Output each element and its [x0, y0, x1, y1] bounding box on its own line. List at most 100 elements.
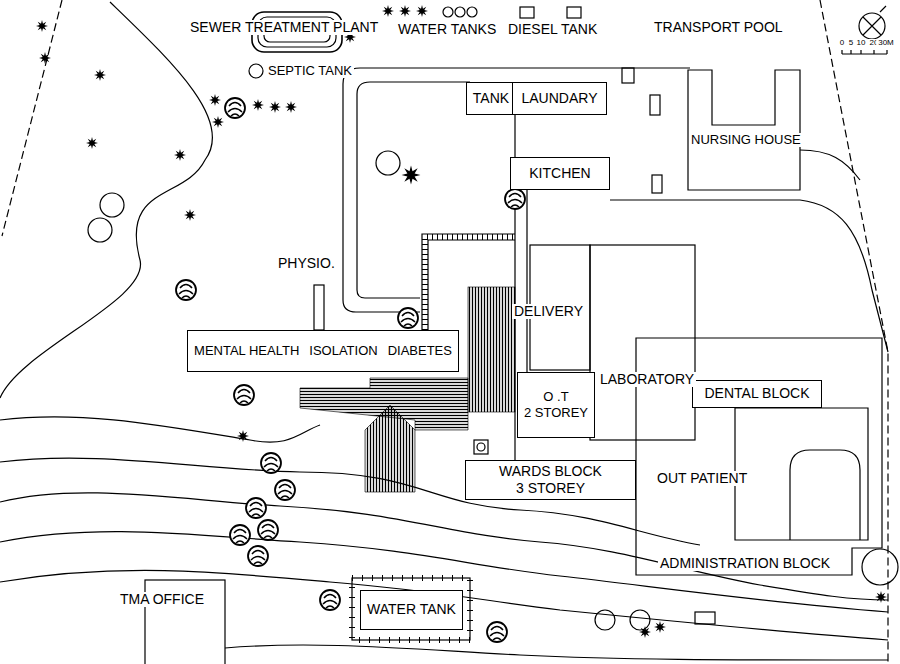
driveway [790, 450, 860, 540]
contour-line [0, 417, 320, 442]
water-tank-fence [352, 578, 470, 640]
septic-tank-symbol [249, 64, 263, 78]
small-building [474, 440, 488, 454]
tree-symbol [398, 308, 418, 328]
tree-symbol [258, 520, 278, 540]
site-label: TRANSPORT POOL [652, 20, 785, 35]
bush-symbol [382, 5, 394, 17]
tree-symbol [225, 98, 245, 118]
building-box: KITCHEN [510, 157, 610, 190]
road-edge [357, 82, 470, 290]
building-box: MENTAL HEALTH ISOLATION DIABETES [187, 330, 459, 372]
round-feature [376, 151, 400, 175]
building-name: TANK [473, 91, 509, 106]
tree-symbol [246, 498, 266, 518]
bush-symbol [212, 116, 224, 128]
laboratory-building [590, 245, 695, 440]
site-label: OUT PATIENT [655, 471, 749, 486]
tree-symbol [176, 280, 196, 300]
site-boundary [2, 0, 62, 236]
bush-symbol [654, 621, 666, 633]
building-name: DENTAL BLOCK [704, 386, 809, 401]
bush-symbol [86, 137, 98, 149]
diesel-tank-symbol [520, 7, 534, 18]
courtyard [735, 408, 868, 540]
site-label: LABORATORY [598, 372, 696, 387]
building-name: KITCHEN [529, 166, 590, 181]
bush-symbol [184, 209, 196, 221]
building-name: WATER TANK [367, 602, 456, 617]
tree-symbol [275, 480, 295, 500]
tree-symbol [320, 590, 340, 610]
bush-symbol [174, 149, 186, 161]
bush-symbol [269, 101, 281, 113]
site-label: SEPTIC TANK [266, 64, 354, 78]
site-label: ADMINISTRATION BLOCK [658, 556, 832, 571]
bush-symbol [39, 52, 51, 64]
site-label: SEWER TREATMENT PLANT [188, 20, 380, 35]
hatched-building [468, 287, 515, 412]
bush-symbol [237, 430, 249, 442]
bush-symbol [399, 5, 411, 17]
bush-symbol [36, 20, 48, 32]
tree-symbol [230, 525, 250, 545]
bush-symbol [252, 99, 264, 111]
round-feature [100, 193, 124, 217]
road-edge [343, 68, 690, 300]
contour-line [0, 493, 888, 600]
water-tank-symbol [467, 7, 477, 17]
physio-building [314, 285, 324, 330]
contour-line [0, 2, 213, 398]
building-name: 2 STOREY [524, 406, 588, 420]
bush-symbol [639, 626, 651, 638]
north-symbol [863, 6, 886, 35]
tree-symbol [248, 546, 268, 566]
site-label: WATER TANKS [396, 22, 498, 37]
building-name: 3 STOREY [516, 481, 585, 496]
building-box: TANK [466, 82, 516, 115]
scale-number: 0 [838, 39, 846, 48]
bush-symbol [402, 166, 421, 185]
tree-symbol [487, 622, 507, 642]
building-name: MENTAL HEALTH [194, 344, 299, 358]
nursing-house-building [688, 70, 800, 190]
round-feature [595, 610, 615, 630]
hatched-building [365, 405, 415, 492]
water-tank-fence [352, 578, 470, 640]
building-box: DENTAL BLOCK [692, 380, 822, 408]
scale-number: 10 [855, 39, 868, 48]
round-feature [630, 610, 650, 630]
building-box: WARDS BLOCK 3 STOREY [465, 460, 636, 501]
building-name: WARDS BLOCK [499, 464, 602, 479]
bush-symbol [94, 69, 106, 81]
tree-symbol [234, 385, 254, 405]
road-edge [610, 200, 888, 352]
site-label: TMA OFFICE [118, 592, 206, 607]
bush-symbol [416, 5, 428, 17]
building-box: O .T2 STOREY [517, 372, 595, 438]
contour-line [225, 645, 888, 660]
building-name: LAUNDARY [522, 91, 598, 106]
site-label: PHYSIO. [276, 256, 337, 271]
bush-symbol [285, 101, 297, 113]
building-box: LAUNDARY [512, 82, 607, 115]
building-name: DIABETES [388, 344, 452, 358]
water-tank-symbol [455, 7, 465, 17]
site-label: NURSING HOUSE [689, 133, 803, 147]
small-building [652, 175, 662, 193]
scale-number: 30M [876, 39, 896, 48]
bush-symbol [875, 591, 887, 603]
small-building [477, 443, 485, 451]
road-edge [800, 150, 860, 180]
small-building [650, 95, 660, 115]
site-label: DELIVERY [512, 304, 585, 319]
tree-symbol [505, 189, 525, 209]
building-name: ISOLATION [309, 344, 377, 358]
round-feature [88, 218, 112, 242]
small-building [622, 68, 634, 83]
turning-circle [862, 549, 898, 585]
bush-symbol [209, 94, 221, 106]
small-building [695, 612, 715, 624]
diesel-tank-symbol [567, 7, 581, 18]
site-label: DIESEL TANK [506, 22, 599, 37]
